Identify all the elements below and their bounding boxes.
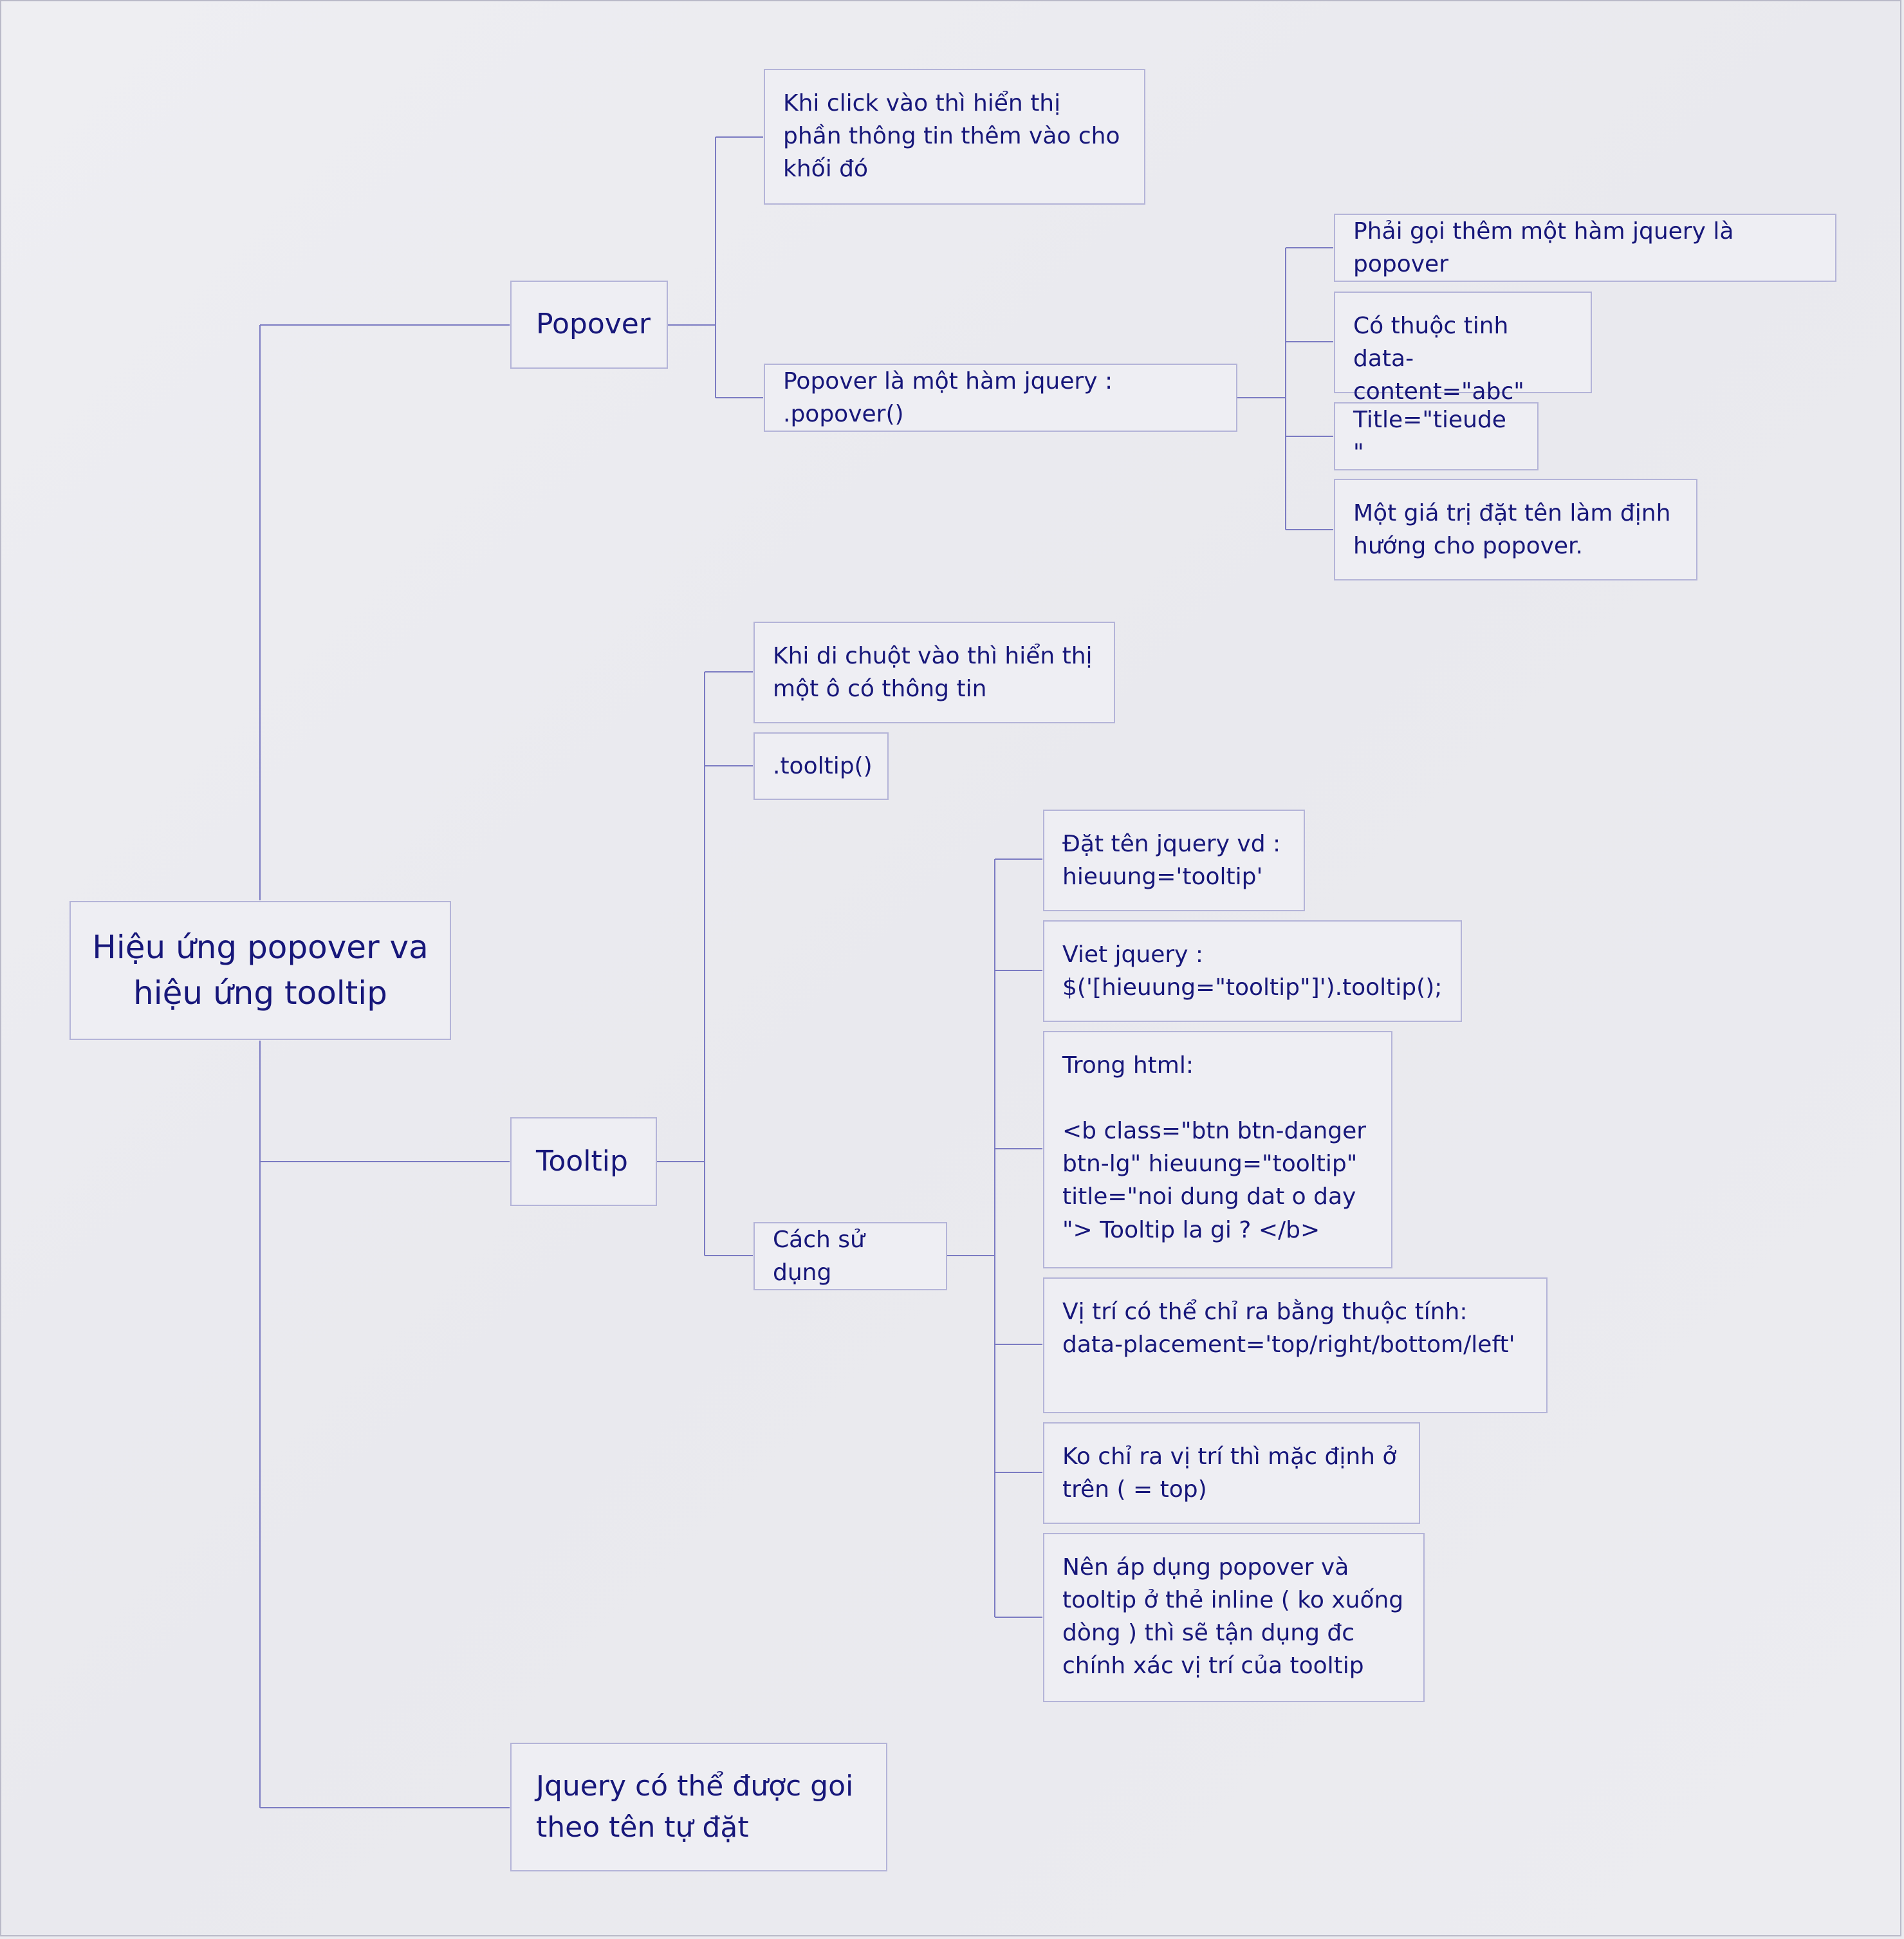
usage-write-jquery-node[interactable]: Viet jquery : $('[hieuung="tooltip"]').t…	[1043, 920, 1462, 1022]
popover-attr-title-node[interactable]: Title="tieude "	[1334, 402, 1539, 470]
usage-default-top-node[interactable]: Ko chỉ ra vị trí thì mặc định ở trên ( =…	[1043, 1422, 1420, 1524]
tooltip-usage-node[interactable]: Cách sử dụng	[753, 1222, 947, 1290]
usage-in-html-node[interactable]: Trong html: <b class="btn btn-danger btn…	[1043, 1031, 1392, 1268]
root-node[interactable]: Hiệu ứng popover va hiệu ứng tooltip	[69, 901, 451, 1040]
tooltip-function-node[interactable]: .tooltip()	[753, 732, 889, 800]
usage-placement-node[interactable]: Vị trí có thể chỉ ra bằng thuộc tính: da…	[1043, 1277, 1548, 1413]
tooltip-hover-desc-node[interactable]: Khi di chuột vào thì hiển thị một ô có t…	[753, 622, 1115, 723]
jquery-named-node[interactable]: Jquery có thể được goi theo tên tự đặt	[510, 1743, 887, 1871]
popover-node[interactable]: Popover	[510, 281, 668, 369]
usage-inline-tip-node[interactable]: Nên áp dụng popover và tooltip ở thẻ inl…	[1043, 1533, 1425, 1702]
popover-function-node[interactable]: Popover là một hàm jquery : .popover()	[764, 364, 1237, 432]
popover-named-value-node[interactable]: Một giá trị đặt tên làm định hướng cho p…	[1334, 479, 1697, 580]
popover-call-more-node[interactable]: Phải gọi thêm một hàm jquery là popover	[1334, 214, 1836, 282]
tooltip-node[interactable]: Tooltip	[510, 1117, 657, 1206]
usage-name-jquery-node[interactable]: Đặt tên jquery vd : hieuung='tooltip'	[1043, 810, 1305, 911]
popover-click-desc-node[interactable]: Khi click vào thì hiển thị phần thông ti…	[764, 69, 1145, 205]
popover-attr-content-node[interactable]: Có thuộc tinh data-content="abc"	[1334, 292, 1592, 405]
